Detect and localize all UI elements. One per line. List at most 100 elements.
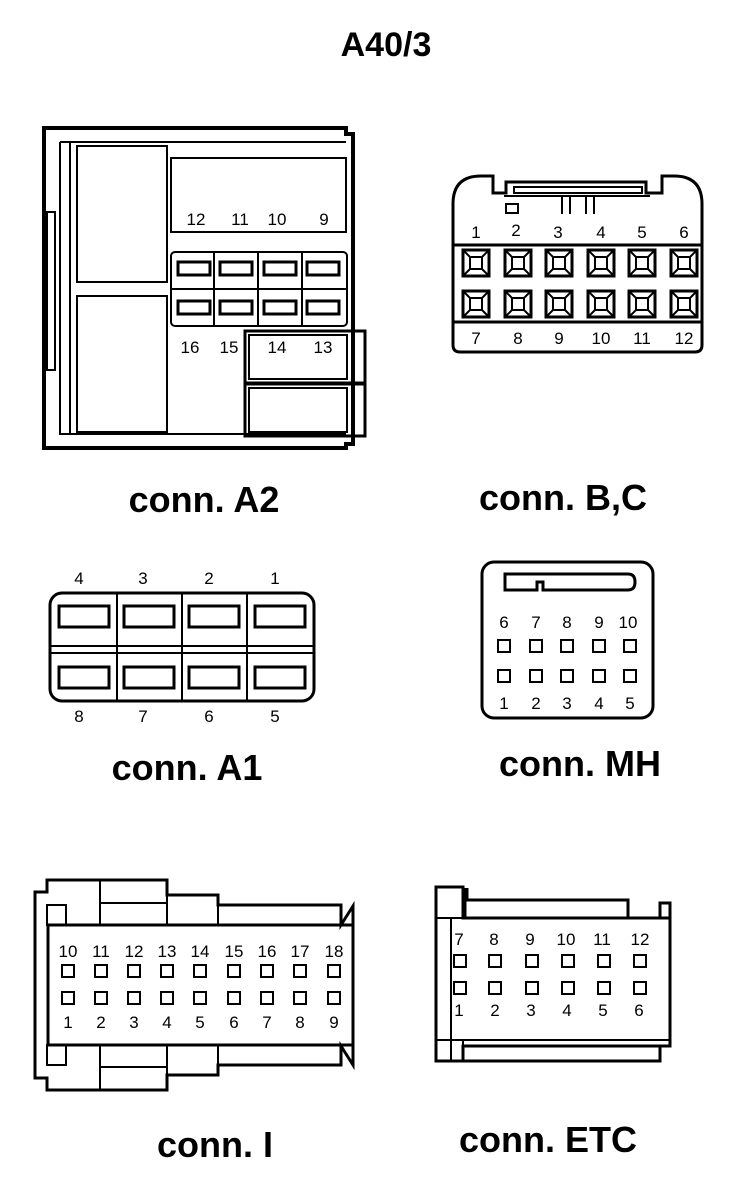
connector-a2: 12 11 10 9 16 15 14 13 conn. A2 xyxy=(42,126,367,520)
pin-cell xyxy=(597,981,611,995)
pin-cell xyxy=(633,981,647,995)
connector-bc-housing xyxy=(451,174,704,354)
connector-i-pin-labels-bottom: 1 2 3 4 5 6 7 8 9 xyxy=(63,1013,338,1032)
diagram-title: A40/3 xyxy=(341,26,432,64)
pin-cell xyxy=(160,991,174,1005)
pin-label: 4 xyxy=(162,1013,171,1032)
pin-label: 11 xyxy=(92,942,110,961)
pin-label: 15 xyxy=(220,338,239,357)
pin-cell xyxy=(160,964,174,978)
pin-cell xyxy=(227,964,241,978)
pin-label: 13 xyxy=(158,942,177,961)
pin-cell xyxy=(293,991,307,1005)
pin-label: 10 xyxy=(59,942,78,961)
connector-bc-pin-cells xyxy=(461,248,699,319)
pin-cell xyxy=(544,289,574,319)
pin-label: 9 xyxy=(329,1013,338,1032)
pin-label: 17 xyxy=(291,942,310,961)
connector-a2-housing xyxy=(42,126,367,450)
pin-label: 2 xyxy=(96,1013,105,1032)
pin-label: 12 xyxy=(187,210,206,229)
pin-label: 7 xyxy=(471,329,480,348)
pin-label: 1 xyxy=(63,1013,72,1032)
pin-cell xyxy=(61,991,75,1005)
pin-label: 7 xyxy=(531,613,540,632)
pin-cell xyxy=(633,954,647,968)
pin-cell xyxy=(227,991,241,1005)
pin-cell xyxy=(525,954,539,968)
pin-cell xyxy=(560,639,574,653)
connector-a1-pin-labels-bottom: 8 7 6 5 xyxy=(74,707,279,726)
pin-label: 9 xyxy=(525,930,534,949)
pin-label: 11 xyxy=(231,210,249,229)
pin-cell xyxy=(627,248,657,278)
connector-mh-pin-cells xyxy=(497,639,637,683)
pin-label: 13 xyxy=(314,338,333,357)
pin-label: 5 xyxy=(598,1001,607,1020)
connector-bc-caption: conn. B,C xyxy=(479,477,647,518)
connector-a1: 4 3 2 1 8 7 6 5 conn. A1 xyxy=(48,569,316,788)
pin-label: 1 xyxy=(454,1001,463,1020)
pin-label: 4 xyxy=(594,694,603,713)
connector-a1-caption: conn. A1 xyxy=(112,747,263,788)
connector-mh-housing xyxy=(480,560,655,720)
pin-label: 1 xyxy=(471,223,480,242)
pin-cell xyxy=(293,964,307,978)
pin-label: 8 xyxy=(295,1013,304,1032)
pin-label: 10 xyxy=(619,613,638,632)
pin-cell xyxy=(94,964,108,978)
connector-a1-pin-labels-top: 4 3 2 1 xyxy=(74,569,279,588)
pin-label: 6 xyxy=(634,1001,643,1020)
connector-a2-pin-labels-bottom: 16 15 14 13 xyxy=(181,338,333,357)
pin-label: 1 xyxy=(270,569,279,588)
pin-cell xyxy=(260,991,274,1005)
connector-i-pin-labels-top: 10 11 12 13 14 15 16 17 18 xyxy=(59,942,344,961)
connector-mh-caption: conn. MH xyxy=(499,743,661,784)
pin-cell xyxy=(529,639,543,653)
pin-cell xyxy=(453,954,467,968)
pin-cell xyxy=(193,964,207,978)
pin-label: 2 xyxy=(204,569,213,588)
pin-cell xyxy=(193,991,207,1005)
pin-label: 12 xyxy=(675,329,694,348)
connector-etc-housing xyxy=(434,885,672,1063)
pin-label: 16 xyxy=(181,338,200,357)
pin-label: 9 xyxy=(594,613,603,632)
pin-cell xyxy=(623,669,637,683)
pin-cell xyxy=(503,248,533,278)
pin-label: 12 xyxy=(631,930,650,949)
connector-etc-caption: conn. ETC xyxy=(459,1119,637,1160)
pin-label: 16 xyxy=(258,942,277,961)
pin-cell xyxy=(592,639,606,653)
pin-cell xyxy=(560,669,574,683)
pin-cell xyxy=(561,981,575,995)
connector-a2-caption: conn. A2 xyxy=(129,479,280,520)
pin-label: 6 xyxy=(679,223,688,242)
connector-etc-pin-cells xyxy=(453,954,647,995)
connector-etc-pin-labels-top: 7 8 9 10 11 12 xyxy=(454,930,649,949)
pin-label: 4 xyxy=(562,1001,571,1020)
pin-label: 14 xyxy=(191,942,210,961)
connector-a2-pin-labels-top: 12 11 10 9 xyxy=(187,210,329,229)
pin-label: 18 xyxy=(325,942,344,961)
pin-cell xyxy=(488,954,502,968)
pin-label: 8 xyxy=(489,930,498,949)
pin-label: 1 xyxy=(499,694,508,713)
connector-mh: 6 7 8 9 10 1 2 3 4 5 conn. MH xyxy=(480,560,661,784)
pin-cell xyxy=(461,248,491,278)
pin-label: 8 xyxy=(562,613,571,632)
pin-label: 2 xyxy=(490,1001,499,1020)
pin-label: 3 xyxy=(526,1001,535,1020)
pin-cell xyxy=(669,289,699,319)
connector-i-housing xyxy=(33,878,355,1092)
pin-label: 3 xyxy=(138,569,147,588)
pin-cell xyxy=(453,981,467,995)
connector-i-caption: conn. I xyxy=(157,1124,273,1165)
pin-label: 3 xyxy=(129,1013,138,1032)
connector-mh-pin-labels-top: 6 7 8 9 10 xyxy=(499,613,637,632)
pin-label: 4 xyxy=(74,569,83,588)
pin-label: 4 xyxy=(596,223,605,242)
pin-cell xyxy=(597,954,611,968)
pin-cell xyxy=(497,639,511,653)
